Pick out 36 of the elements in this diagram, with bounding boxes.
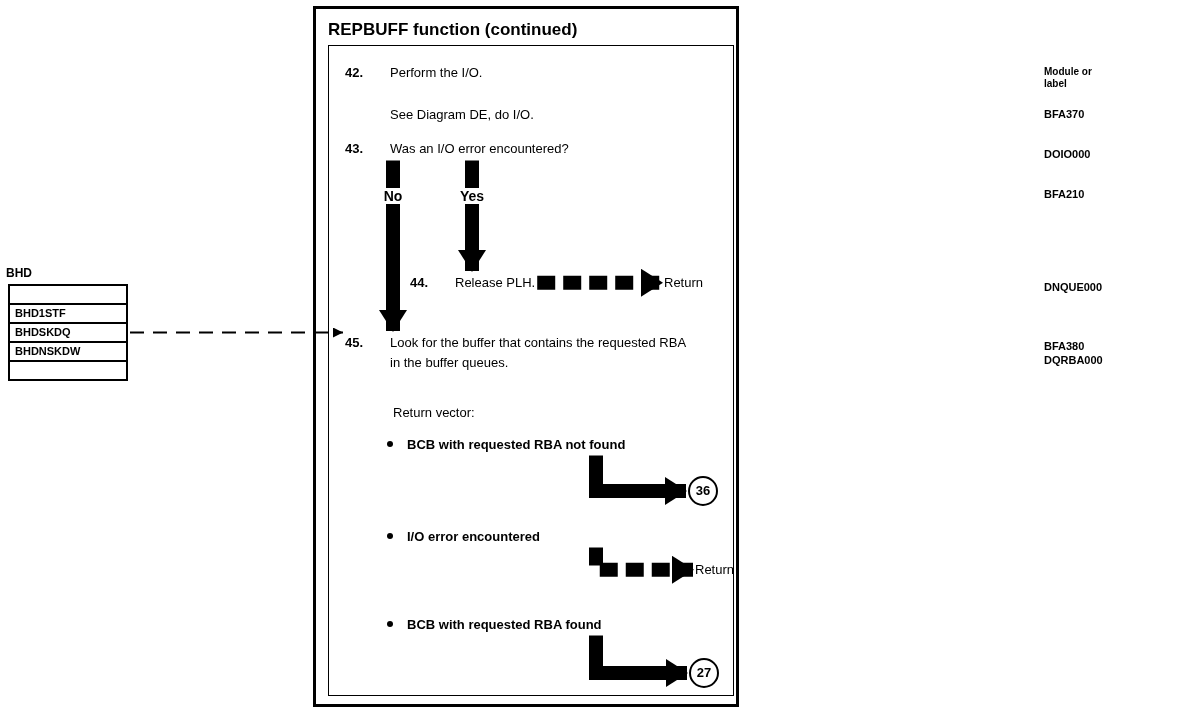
step-text: Look for the buffer that contains the requested RBA in the buffer queues. — [390, 334, 687, 372]
module-label: Module or label — [1044, 66, 1093, 90]
step-text: Return vector: — [393, 404, 475, 422]
empty-row — [8, 360, 128, 381]
flow-arrow — [537, 268, 663, 297]
step-number: 45. — [345, 334, 365, 352]
flow-arrow — [458, 160, 486, 272]
step-number: 43. — [345, 140, 365, 158]
outcome-text: I/O error encountered — [407, 528, 540, 546]
step-text: Perform the I/O. — [390, 64, 483, 82]
module-label: BFA380 — [1044, 339, 1085, 354]
outcome-text: BCB with requested RBA found — [407, 616, 602, 634]
field-row: BHDSKDQ — [8, 322, 128, 343]
dashed-arrow — [129, 327, 344, 338]
frame-title: REPBUFF function (continued) — [328, 19, 578, 41]
flow-arrow — [589, 547, 694, 584]
module-label: DNQUE000 — [1044, 280, 1103, 295]
edge-label: Yes — [457, 188, 487, 204]
module-label: DOIO000 — [1044, 147, 1091, 162]
empty-row — [8, 284, 128, 305]
field-row: BHD1STF — [8, 303, 128, 324]
module-label: BFA370 — [1044, 107, 1085, 122]
step-text: Was an I/O error encountered? — [390, 140, 569, 158]
step-text: See Diagram DE, do I/O. — [390, 106, 534, 124]
module-label: BFA210 — [1044, 187, 1085, 202]
module-label: DQRBA000 — [1044, 353, 1103, 368]
step-text: 42. — [345, 64, 364, 82]
edge-label: No — [381, 188, 405, 204]
field-row: BHDNSKDW — [8, 341, 128, 362]
flow-arrow — [379, 160, 407, 332]
exit-label: Return — [664, 273, 704, 293]
exit-label: Return — [695, 560, 735, 580]
outcome-text: BCB with requested RBA not found — [407, 436, 626, 454]
table-heading: BHD — [6, 265, 33, 282]
step-text: Release PLH. — [455, 274, 536, 292]
step-number: 44. — [410, 274, 430, 292]
